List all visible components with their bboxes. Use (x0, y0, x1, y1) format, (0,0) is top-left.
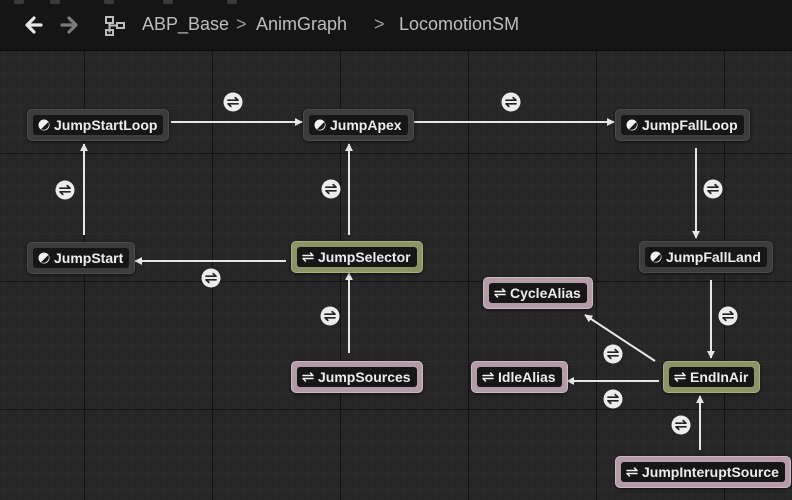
breadcrumb-item-locomotionsm[interactable]: LocomotionSM (399, 14, 520, 34)
conduit-icon (302, 252, 314, 262)
node-jump-start-loop[interactable]: JumpStartLoop (27, 109, 170, 141)
node-label: CycleAlias (510, 285, 581, 301)
breadcrumb-separator: > (374, 14, 385, 34)
node-jump-interupt-source[interactable]: JumpInteruptSource (615, 456, 791, 488)
transition-icon[interactable] (703, 179, 723, 199)
node-jump-start[interactable]: JumpStart (27, 242, 136, 274)
state-icon (38, 119, 50, 131)
node-label: JumpApex (330, 117, 402, 133)
node-label: IdleAlias (498, 369, 556, 385)
transition-icon[interactable] (603, 344, 623, 364)
node-jump-selector[interactable]: JumpSelector (291, 241, 423, 273)
node-cycle-alias[interactable]: CycleAlias (483, 277, 593, 309)
node-jump-fall-loop[interactable]: JumpFallLoop (615, 109, 750, 141)
transition-icon[interactable] (55, 180, 75, 200)
state-icon (626, 119, 638, 131)
node-label: JumpFallLoop (642, 117, 738, 133)
node-label: JumpSelector (318, 249, 411, 265)
node-label: JumpStartLoop (54, 117, 158, 133)
conduit-icon (626, 467, 638, 477)
transition-icon[interactable] (603, 389, 623, 409)
conduit-icon (482, 372, 494, 382)
transition-wires (80, 118, 715, 450)
state-icon (38, 252, 50, 264)
node-label: JumpStart (54, 250, 124, 266)
state-icon (650, 251, 662, 263)
conduit-icon (494, 288, 506, 298)
node-label: JumpFallLand (666, 249, 761, 265)
graph-toolbar: ABP_Base > AnimGraph > LocomotionSM (0, 0, 792, 51)
wire-endinair-to-cyclealias[interactable] (584, 314, 656, 362)
state-icon (314, 119, 326, 131)
node-end-in-air[interactable]: EndInAir (663, 361, 761, 393)
node-idle-alias[interactable]: IdleAlias (471, 361, 568, 393)
breadcrumb-separator: > (236, 14, 247, 34)
node-label: EndInAir (690, 369, 749, 385)
forward-arrow-icon[interactable] (58, 12, 82, 38)
state-machine-graph[interactable]: JumpStartLoop JumpApex JumpFallLoop Jump… (0, 51, 792, 500)
toolbar-stub (104, 0, 114, 4)
node-jump-fall-land[interactable]: JumpFallLand (639, 241, 773, 273)
breadcrumb-item-abp-base[interactable]: ABP_Base (142, 14, 230, 34)
transition-icon[interactable] (718, 306, 738, 326)
toolbar-stub (163, 0, 173, 4)
node-jump-apex[interactable]: JumpApex (303, 109, 414, 141)
transition-icon[interactable] (320, 306, 340, 326)
transition-icon[interactable] (321, 179, 341, 199)
transition-icon[interactable] (501, 92, 521, 112)
toolbar-stub (50, 0, 60, 4)
conduit-icon (674, 372, 686, 382)
node-jump-sources[interactable]: JumpSources (291, 361, 423, 393)
transition-icon[interactable] (223, 92, 243, 112)
breadcrumb-item-animgraph[interactable]: AnimGraph (256, 14, 348, 34)
back-arrow-icon[interactable] (21, 12, 45, 38)
hierarchy-icon[interactable] (104, 15, 126, 37)
node-label: JumpSources (318, 369, 411, 385)
transition-icon[interactable] (671, 415, 691, 435)
transition-icon[interactable] (201, 268, 221, 288)
toolbar-stub (227, 0, 237, 4)
node-label: JumpInteruptSource (642, 464, 779, 480)
conduit-icon (302, 372, 314, 382)
toolbar-stub (14, 0, 24, 4)
